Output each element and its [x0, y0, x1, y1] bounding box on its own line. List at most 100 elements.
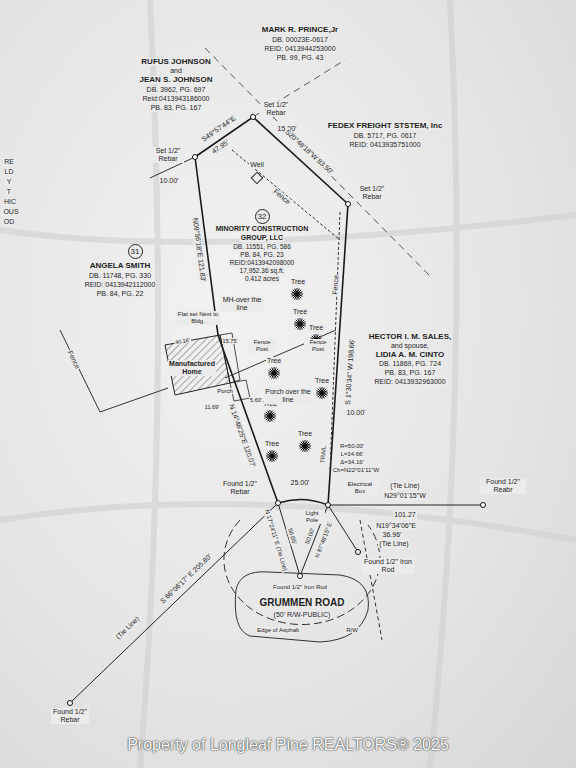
plat-label: Electrical Box	[342, 481, 378, 494]
tree-stroke	[268, 410, 273, 421]
tree-stroke	[294, 322, 305, 327]
tree-stroke	[266, 454, 277, 459]
plat-label: 40.18'	[173, 337, 191, 346]
plat-label: Porch	[216, 388, 234, 395]
tree-stroke	[295, 288, 300, 299]
plat-label: Tree	[297, 430, 313, 438]
tree-stroke	[266, 454, 277, 459]
plat-label: DB. 00023E-0617	[271, 36, 329, 44]
plat-label: S 66°06'17" E 205.80'	[158, 552, 214, 606]
plat-label: 15.75'	[222, 338, 239, 344]
plat-label: Set 1/2" Rebar	[356, 185, 388, 200]
plat-label: 5.60'	[249, 397, 263, 403]
plat-label: DB. 11748, PG. 330	[88, 272, 152, 280]
tree-center	[272, 371, 276, 375]
plat-label: PB. 83, PG. 167	[384, 369, 437, 377]
tie-line	[70, 503, 483, 703]
plat-label: PB. 84, PG. 22	[96, 290, 145, 298]
tree-stroke	[303, 440, 308, 451]
plat-label: (Tie Line)	[114, 614, 142, 641]
tree-stroke	[318, 389, 326, 397]
tree-stroke	[264, 414, 275, 419]
plat-label: PB. 83, PG. 167	[150, 104, 203, 112]
plat-label: 11.69'	[204, 404, 220, 410]
lot-number: 32	[255, 209, 270, 224]
plat-label: Set 1/2" Rebar	[260, 101, 292, 116]
tree-stroke	[268, 371, 279, 376]
tree-symbol	[264, 288, 328, 462]
plat-label: Fence	[66, 349, 82, 372]
plat-label: S20°48'18"W 83.50'	[283, 128, 335, 177]
tree-stroke	[316, 391, 327, 396]
plat-label: RE	[3, 158, 15, 166]
plat-label: Flat set Next to Bldg.	[176, 311, 220, 324]
plat-label: Edge of Asphalt	[256, 627, 300, 634]
well-symbol	[251, 172, 262, 183]
plat-label: PB. 84, PG. 23	[239, 251, 284, 258]
survey-monument	[68, 115, 486, 706]
plat-label: OUS	[2, 208, 19, 216]
plat-label: Tree	[264, 440, 280, 448]
tree-stroke	[268, 371, 279, 376]
plat-label: Found 1/2" Reabr	[480, 478, 526, 493]
plat-label: DB. 11869, PG. 724	[378, 360, 442, 368]
plat-label: 0.412 acres	[244, 275, 280, 282]
tree-stroke	[320, 387, 325, 398]
plat-label: REID: 0413942112000	[84, 281, 157, 289]
plat-label: Reid:0413943186000	[142, 95, 211, 103]
plat-label: DB. 5717, PG. 0617	[353, 132, 418, 140]
plat-label: 50.05'	[286, 526, 298, 545]
plat-label: GRUMMEN ROAD	[259, 597, 346, 608]
tree-stroke	[294, 322, 305, 327]
plat-label: R/W	[345, 627, 359, 634]
plat-label: 25.00'	[290, 479, 311, 487]
plat-label: Light Pole	[299, 510, 325, 523]
plat-label: N 17°24'11" E (Tie Line)	[263, 508, 289, 573]
tree-stroke	[270, 450, 275, 461]
tree-center	[268, 414, 272, 418]
tree-center	[295, 292, 299, 296]
manufactured-home	[165, 333, 250, 401]
tree-stroke	[268, 410, 273, 421]
plat-label: DB. 11551, PG. 586	[232, 243, 292, 250]
tree-center	[298, 322, 302, 326]
plat-label: PB. 99, PG. 43	[276, 54, 325, 62]
plat-label: Found 1/2" Rebar	[221, 480, 259, 495]
plat-label: (Tie Line)	[389, 482, 420, 490]
plat-label: FEDEX FREIGHT STSTEM, Inc	[327, 122, 444, 131]
plat-label: TRAIL	[320, 444, 328, 463]
plat-label: LIDIA A. M. CINTO	[375, 351, 446, 360]
tree-stroke	[299, 444, 310, 449]
plat-label: Fence Post	[304, 339, 332, 352]
plat-label: Set 1/2" Rebar	[152, 147, 184, 162]
plat-label: Manufactured Home	[168, 360, 216, 375]
plat-label: Tree	[308, 324, 324, 332]
plat-label: 50.00'	[304, 526, 317, 545]
plat-label: Fence Post	[248, 339, 276, 352]
tree-center	[303, 444, 307, 448]
plat-label: and spouse,	[390, 342, 430, 350]
plat-label: R=50.00'	[339, 443, 365, 450]
plat-label: Well	[249, 161, 264, 169]
plat-label: Fence	[331, 274, 340, 296]
plat-label: N 14°48'25"E 120.07'	[227, 403, 257, 470]
plat-label: REID: 0413932963000	[373, 378, 446, 386]
watermark: Property of Longleaf Pine REALTORS® 2025	[126, 736, 450, 754]
tree-stroke	[295, 288, 300, 299]
tree-stroke	[296, 320, 304, 328]
plat-label: Tree	[314, 377, 330, 385]
plat-label: MINORITY CONSTRUCTION	[215, 225, 309, 233]
tree-stroke	[293, 290, 301, 298]
plat-label: N29°01'15"W	[383, 492, 427, 500]
tree-stroke	[303, 440, 308, 451]
tree-center	[270, 454, 274, 458]
plat-label: JEAN S. JOHNSON	[139, 76, 214, 85]
plat-label: Fence	[271, 187, 292, 207]
neighbor-line	[60, 157, 336, 412]
plat-label: GROUP, LLC	[240, 234, 284, 242]
plat-label: 36.96'	[382, 531, 403, 539]
plat-label: 47.95'	[209, 138, 231, 156]
tree-stroke	[298, 318, 303, 329]
lot-number: 31	[128, 244, 143, 259]
